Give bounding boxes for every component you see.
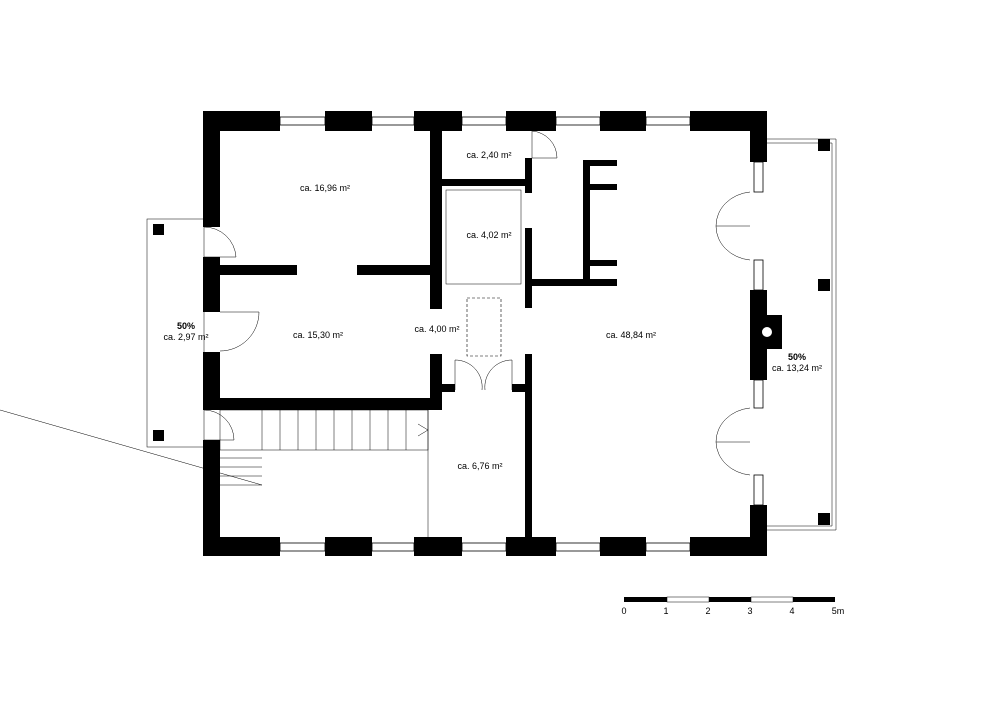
- room-label-c: ca. 4,02 m²: [466, 230, 511, 240]
- scale-tick-1: 1: [663, 606, 668, 616]
- balcony-east-outline: [766, 138, 837, 531]
- room-label-d: ca. 15,30 m²: [293, 330, 343, 340]
- balcony-west-outline: [146, 218, 205, 448]
- scale-tick-3: 3: [747, 606, 752, 616]
- room-label-a: ca. 16,96 m²: [300, 183, 350, 193]
- balcony-east-percent: 50%: [788, 352, 806, 362]
- balcony-east-area: ca. 13,24 m²: [772, 363, 822, 373]
- shaft-outline: [445, 189, 522, 285]
- doors: [203, 130, 751, 476]
- scale-bar: 0 1 2 3 4 5m: [621, 596, 845, 616]
- windows: [279, 116, 764, 552]
- scale-tick-5m: 5m: [832, 606, 845, 616]
- balcony-west-percent: 50%: [177, 321, 195, 331]
- staircase: [0, 409, 429, 537]
- scale-tick-2: 2: [705, 606, 710, 616]
- room-label-f: ca. 48,84 m²: [606, 330, 656, 340]
- interior-walls: [220, 131, 617, 537]
- room-label-g: ca. 6,76 m²: [457, 461, 502, 471]
- scale-tick-0: 0: [621, 606, 626, 616]
- room-label-e: ca. 4,00 m²: [414, 324, 459, 334]
- outer-walls: [203, 111, 767, 556]
- scale-tick-4: 4: [789, 606, 794, 616]
- fireplace: [750, 315, 782, 349]
- balcony-west-area: ca. 2,97 m²: [163, 332, 208, 342]
- skylight-outline: [466, 297, 502, 357]
- room-label-b: ca. 2,40 m²: [466, 150, 511, 160]
